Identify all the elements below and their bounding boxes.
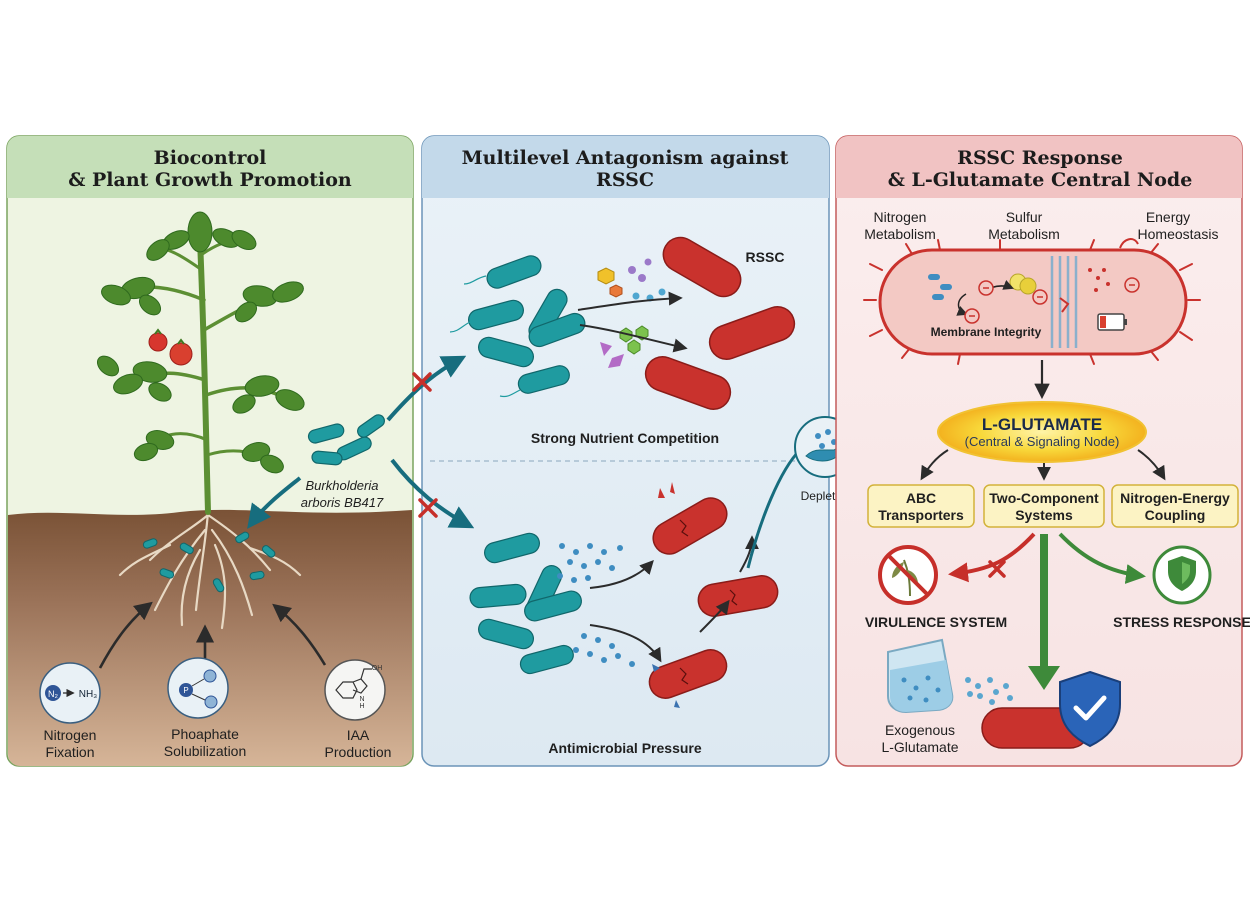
phosphate-label-line2: Solubilization (164, 743, 247, 759)
inhibition-cross-bottom (418, 498, 438, 518)
arrow-to-abc (920, 449, 949, 481)
iaa-h-label: H (359, 703, 364, 710)
middle-title-line2: RSSC (596, 169, 654, 191)
abc-line2: Transporters (878, 507, 964, 523)
rssc-cell-diagram (863, 238, 1201, 365)
wilted-plant-no-icon (878, 545, 938, 605)
two-component-box: Two-Component Systems (983, 484, 1105, 528)
arrow-to-root (247, 476, 302, 529)
inhibition-cross-top (412, 372, 432, 392)
arrow-depletion-rise (746, 448, 802, 569)
beaker-icon (887, 638, 954, 714)
stress-label: STRESS RESPONSE (1113, 614, 1250, 630)
competition-teal-bacteria (468, 255, 586, 394)
virulence-block-cross (988, 560, 1006, 578)
middle-title-line1: Multilevel Antagonism against (462, 147, 789, 169)
pressure-teal-bacteria (469, 532, 582, 675)
arrow-damage-2 (699, 599, 730, 633)
arrow-nitrogen (98, 601, 153, 669)
nitrogen-energy-line1: Nitrogen-Energy (1120, 490, 1230, 506)
arrow-nutrients-1 (577, 291, 683, 311)
competition-flagella (449, 275, 521, 398)
exogenous-glutamate-dots (965, 677, 1013, 705)
panel-biocontrol: Biocontrol & Plant Growth Promotion (6, 135, 414, 767)
nitrogen-metabolism-line1: Nitrogen (874, 209, 927, 225)
root-bacteria (142, 531, 276, 593)
stress-shield-icon (1152, 545, 1212, 605)
sulfur-metabolism-line1: Sulfur (1006, 209, 1043, 225)
abc-transporters-box: ABC Transporters (867, 484, 975, 528)
arrow-iaa (272, 603, 327, 666)
energy-homeostasis-line1: Energy (1146, 209, 1190, 225)
bacterium-name-line1: Burkholderia (306, 478, 379, 493)
nitrogen-metabolism-line2: Metabolism (864, 226, 936, 242)
exogenous-line1: Exogenous (885, 722, 955, 738)
arrow-head-down (1028, 666, 1060, 690)
right-title-line2: & L-Glutamate Central Node (888, 169, 1193, 191)
nitrogen-energy-line2: Coupling (1145, 507, 1206, 523)
arrow-to-pressure (390, 458, 475, 529)
nh3-label: NH₃ (79, 689, 98, 700)
abc-line1: ABC (906, 490, 936, 506)
glutamate-subtitle: (Central & Signaling Node) (965, 434, 1120, 449)
panel-rssc-response: RSSC Response & L-Glutamate Central Node… (835, 135, 1250, 767)
arrow-nutrients-2 (579, 324, 688, 353)
phosphate-p-label: P (183, 686, 188, 695)
exogenous-line2: L-Glutamate (881, 739, 958, 755)
iaa-n-label: N (359, 696, 364, 703)
iaa-label-line2: Production (325, 744, 392, 760)
glutamate-title: L-GLUTAMATE (982, 415, 1102, 434)
two-component-line2: Systems (1015, 507, 1073, 523)
bacterium-name-line2: arboris BB417 (301, 495, 384, 510)
tomatoes (148, 328, 193, 366)
glutamate-node (937, 401, 1147, 463)
nitrogen-energy-box: Nitrogen-Energy Coupling (1111, 484, 1239, 528)
iaa-molecule-icon: OH H N (324, 659, 386, 721)
arrow-to-virulence (948, 532, 1036, 583)
cell-cracks (679, 519, 738, 685)
two-component-line1: Two-Component (989, 490, 1099, 506)
phosphate-label-line1: Phoaphate (171, 726, 239, 742)
burkholderia-cluster (307, 414, 385, 466)
panel-antagonism: Multilevel Antagonism against RSSC (421, 135, 830, 767)
virulence-label: VIRULENCE SYSTEM (865, 614, 1007, 630)
right-title-line1: RSSC Response (957, 147, 1123, 169)
plant-roots (118, 510, 302, 630)
nitrogen-fixation-icon: N₂ NH₃ (39, 662, 101, 724)
arrow-pressure-2 (589, 624, 662, 663)
n2-label: N₂ (48, 689, 58, 699)
competition-label: Strong Nutrient Competition (531, 430, 719, 446)
sulfur-metabolism-line2: Metabolism (988, 226, 1060, 242)
nitrogen-label-line1: Nitrogen (44, 727, 97, 743)
nitrogen-label-line2: Fixation (45, 744, 94, 760)
iaa-label-line1: IAA (347, 727, 370, 743)
pressure-label: Antimicrobial Pressure (548, 740, 701, 756)
iaa-oh-label: OH (372, 665, 383, 672)
rssc-pathogens-top (644, 236, 796, 410)
rssc-label: RSSC (746, 249, 785, 265)
damage-sparks (652, 482, 680, 708)
left-title-line1: Biocontrol (154, 147, 267, 169)
left-title-line2: & Plant Growth Promotion (68, 169, 352, 191)
arrow-to-competition (386, 355, 467, 422)
antimicrobial-particles (557, 543, 635, 667)
arrow-to-nitrogen-energy (1137, 449, 1166, 481)
arrow-damage (739, 535, 759, 573)
phosphate-solubilization-icon: P (167, 657, 229, 719)
protection-shield-icon (1059, 670, 1121, 748)
arrow-to-stress (1058, 532, 1146, 584)
energy-homeostasis-line2: Homeostasis (1138, 226, 1219, 242)
plant-leaves (96, 211, 305, 474)
arrow-pressure-1 (589, 559, 654, 589)
membrane-integrity-label: Membrane Integrity (931, 325, 1042, 339)
